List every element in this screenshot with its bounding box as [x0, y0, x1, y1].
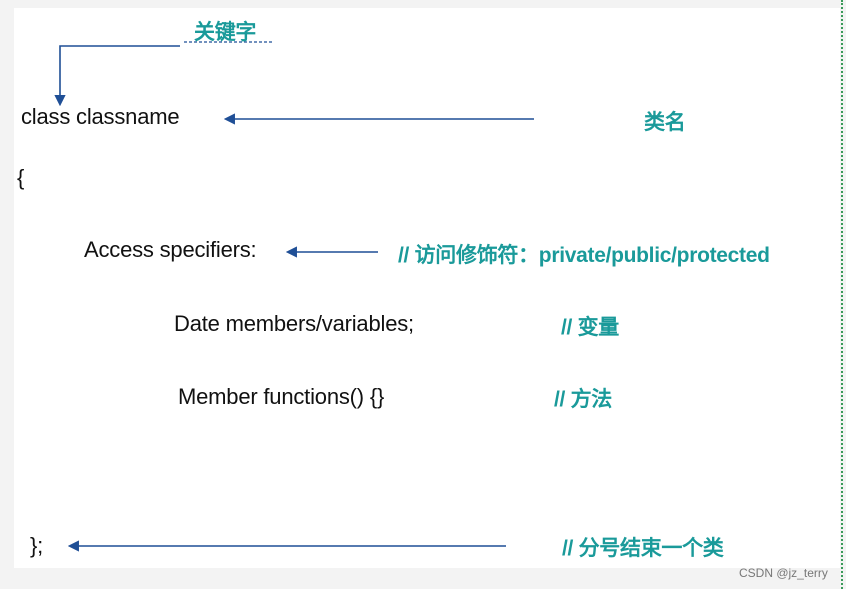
dotted-border — [841, 0, 843, 589]
end-annotation: // 分号结束一个类 — [562, 537, 724, 560]
member-functions-line: Member functions() {} — [178, 384, 385, 409]
data-members-line: Date members/variables; — [174, 311, 414, 336]
functions-annotation: // 方法 — [554, 388, 613, 411]
members-annotation: // 变量 — [561, 316, 620, 339]
open-brace: { — [17, 165, 25, 190]
classname-annotation: 类名 — [644, 111, 686, 134]
watermark: CSDN @jz_terry — [739, 566, 828, 580]
close-brace: }; — [30, 533, 44, 558]
access-specifiers-line: Access specifiers: — [84, 237, 257, 262]
diagram-canvas — [14, 8, 840, 568]
keyword-annotation: 关键字 — [194, 21, 257, 44]
class-declaration: class classname — [21, 104, 180, 129]
access-annotation: // 访问修饰符：private/public/protected — [398, 244, 770, 267]
keyword-arrow — [54, 45, 180, 107]
